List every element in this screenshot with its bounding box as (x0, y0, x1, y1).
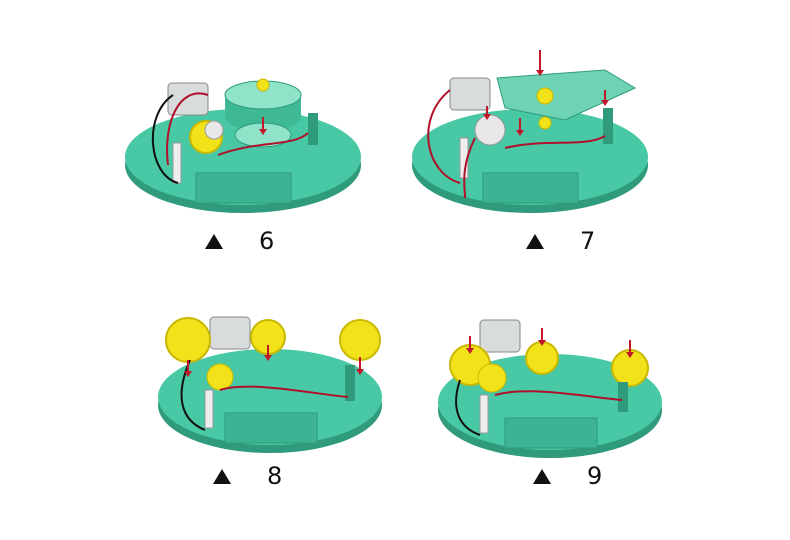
gear-right (339, 319, 381, 361)
motor (449, 77, 491, 111)
step-7-assembly-illustration (412, 50, 648, 213)
triangle-icon (533, 468, 551, 484)
base-plate (412, 109, 648, 205)
motor (479, 319, 521, 353)
frame-gear (536, 87, 554, 105)
black-wire (152, 94, 179, 184)
gear-center (525, 341, 559, 375)
step-6-diagram (118, 55, 373, 220)
post-right (603, 108, 613, 144)
motor (209, 316, 251, 350)
red-wire (494, 390, 623, 401)
step-8-label: 8 (213, 464, 282, 488)
step-9-assembly-illustration (438, 319, 662, 458)
post-right (308, 113, 318, 145)
step-6-assembly-illustration (125, 78, 361, 213)
step-7-label: 7 (526, 229, 595, 253)
battery-housing (504, 417, 598, 449)
assembly-arrows (184, 345, 364, 377)
post-right (345, 365, 355, 401)
step-8-assembly-illustration (158, 316, 382, 453)
assembly-arrows (483, 50, 609, 136)
loose-gear (538, 116, 552, 130)
battery-housing (224, 412, 318, 444)
gear-lower (477, 363, 507, 393)
pinion-gear (256, 78, 270, 92)
spring (172, 142, 182, 184)
arrow-head (259, 129, 267, 135)
triangle-icon (526, 233, 544, 249)
spring (204, 389, 214, 429)
step-number: 7 (580, 227, 596, 255)
battery-housing (195, 172, 292, 204)
gear-left (165, 317, 211, 363)
step-7-diagram (405, 48, 660, 218)
gear-lower (206, 363, 234, 391)
step-number: 8 (267, 462, 283, 490)
red-wire (427, 89, 461, 184)
motor (167, 82, 209, 116)
triangle-icon (205, 233, 223, 249)
spring (479, 394, 489, 434)
gear-frame (496, 69, 637, 121)
red-wire-2 (463, 135, 606, 199)
step-9-diagram (430, 310, 675, 470)
step-number: 9 (587, 462, 603, 490)
red-wire (219, 385, 349, 398)
red-wire (166, 92, 309, 166)
triangle-icon (213, 468, 231, 484)
assembly-arrows (466, 328, 634, 358)
battery-housing (482, 172, 579, 204)
black-wire (180, 359, 206, 431)
black-wire (455, 379, 481, 436)
post-right (618, 382, 628, 412)
gear-white (474, 114, 506, 146)
step-6-label: 6 (205, 229, 274, 253)
step-8-diagram (150, 305, 395, 465)
step-9-label: 9 (533, 464, 602, 488)
base-plate (125, 109, 361, 205)
step-number: 6 (259, 227, 275, 255)
gear-small (204, 120, 224, 140)
